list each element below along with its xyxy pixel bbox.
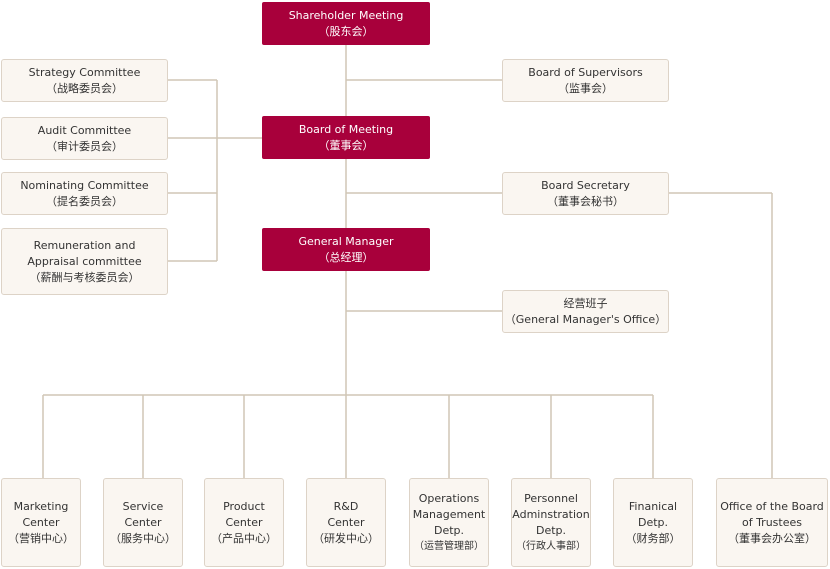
node-label-cn: （研发中心） xyxy=(313,531,379,545)
node-label-en: Detp. xyxy=(535,523,567,537)
node-label-en: Board of Supervisors xyxy=(528,65,643,79)
node-label-en: Center xyxy=(327,515,365,529)
node-label-cn: （运营管理部） xyxy=(414,540,484,552)
node-label-cn: （总经理） xyxy=(318,250,374,264)
node-general-manager: General Manager （总经理） xyxy=(262,228,430,271)
node-label-cn: （董事会秘书） xyxy=(547,194,624,208)
node-service-center: Service Center （服务中心） xyxy=(103,478,183,567)
node-label-en: Center xyxy=(124,515,162,529)
node-marketing-center: Marketing Center （营销中心） xyxy=(1,478,81,567)
node-label-en: Detp. xyxy=(433,523,465,537)
node-strategy-committee: Strategy Committee （战略委员会） xyxy=(1,59,168,102)
node-label-en: Center xyxy=(225,515,263,529)
node-label-en: Board Secretary xyxy=(541,178,630,192)
node-label-cn: （董事会） xyxy=(318,138,374,152)
node-label-en: of Trustees xyxy=(741,515,802,529)
node-label-en: （General Manager's Office） xyxy=(504,312,667,326)
node-label-cn: （监事会） xyxy=(558,81,613,95)
node-label-en: Finanical xyxy=(628,499,678,513)
node-label-cn: （财务部） xyxy=(625,531,681,545)
node-gm-office: 经营班子 （General Manager's Office） xyxy=(502,290,669,333)
node-label-cn: （提名委员会） xyxy=(46,194,123,208)
node-label-en: R&D xyxy=(333,499,359,513)
node-board-of-supervisors: Board of Supervisors （监事会） xyxy=(502,59,669,102)
node-operations-management: Operations Management Detp. （运营管理部） xyxy=(409,478,489,567)
node-shareholder-meeting: Shareholder Meeting （股东会） xyxy=(262,2,430,45)
node-board-secretary: Board Secretary （董事会秘书） xyxy=(502,172,669,215)
node-audit-committee: Audit Committee （审计委员会） xyxy=(1,117,168,160)
node-office-of-board-of-trustees: Office of the Board of Trustees （董事会办公室） xyxy=(716,478,828,567)
node-label-en: Audit Committee xyxy=(37,123,132,137)
node-label-en: Product xyxy=(223,499,265,513)
node-label-en: Shareholder Meeting xyxy=(288,8,404,22)
node-label-cn: （审计委员会） xyxy=(46,139,123,153)
node-label-en: Office of the Board xyxy=(720,499,824,513)
node-board-of-meeting: Board of Meeting （董事会） xyxy=(262,116,430,159)
node-financial-dept: Finanical Detp. （财务部） xyxy=(613,478,693,567)
node-label-cn: （行政人事部） xyxy=(516,540,586,552)
node-label-cn: （营销中心） xyxy=(8,531,74,545)
node-remuneration-committee: Remuneration and Appraisal committee （薪酬… xyxy=(1,228,168,295)
node-label-en: Nominating Committee xyxy=(20,178,149,192)
node-label-en: Marketing xyxy=(13,499,69,513)
node-label-cn: （董事会办公室） xyxy=(728,531,816,545)
node-label-en: Operations xyxy=(418,491,480,505)
node-label-cn: （战略委员会） xyxy=(46,81,123,95)
node-label-en: General Manager xyxy=(298,234,394,248)
node-personnel-administration: Personnel Adminstration Detp. （行政人事部） xyxy=(511,478,591,567)
node-label-cn: （股东会） xyxy=(318,24,374,38)
node-label-cn: 经营班子 xyxy=(563,296,608,310)
node-label-cn: （服务中心） xyxy=(110,531,176,545)
node-rnd-center: R&D Center （研发中心） xyxy=(306,478,386,567)
node-label-en: Strategy Committee xyxy=(28,65,141,79)
node-label-en: Appraisal committee xyxy=(27,254,142,268)
node-label-en: Remuneration and xyxy=(33,238,136,252)
node-product-center: Product Center （产品中心） xyxy=(204,478,284,567)
node-nominating-committee: Nominating Committee （提名委员会） xyxy=(1,172,168,215)
node-label-en: Adminstration xyxy=(512,507,590,521)
node-label-en: Management xyxy=(412,507,486,521)
node-label-en: Board of Meeting xyxy=(298,122,394,136)
node-label-en: Personnel xyxy=(524,491,578,505)
node-label-en: Center xyxy=(22,515,60,529)
node-label-en: Detp. xyxy=(637,515,669,529)
node-label-cn: （产品中心） xyxy=(211,531,277,545)
node-label-en: Service xyxy=(122,499,164,513)
node-label-cn: （薪酬与考核委员会） xyxy=(29,270,140,284)
